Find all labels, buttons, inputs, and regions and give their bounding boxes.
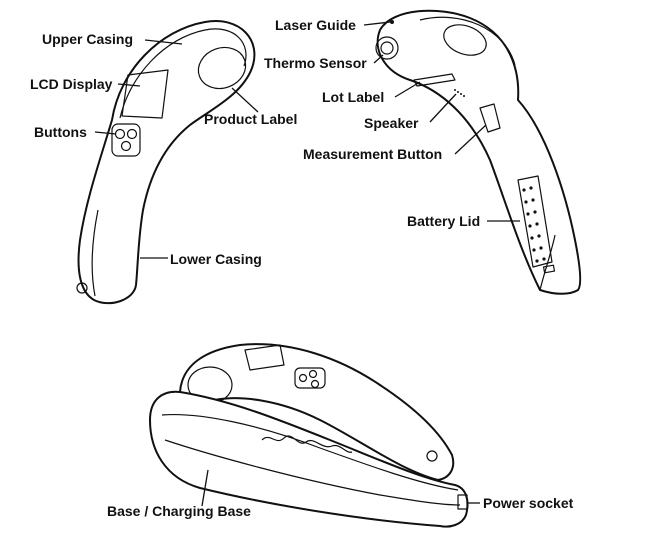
power-socket-port: [457, 494, 468, 510]
label-laser-guide: Laser Guide: [275, 17, 356, 33]
label-lot-label: Lot Label: [322, 89, 384, 105]
leader-lines: [94, 21, 520, 507]
label-buttons: Buttons: [34, 124, 87, 140]
label-lower-casing: Lower Casing: [170, 251, 262, 267]
label-speaker: Speaker: [364, 115, 419, 131]
label-base-charging-base: Base / Charging Base: [107, 503, 251, 519]
docked-buttons: [294, 367, 326, 389]
battery-lid-panel: [517, 175, 553, 268]
labels: Upper Casing LCD Display Buttons Product…: [30, 17, 574, 519]
front-device-body: [77, 20, 256, 305]
battery-lid-dots: [522, 186, 546, 263]
docked-device-body: [179, 343, 455, 481]
back-view-device: [375, 9, 582, 295]
label-battery-lid: Battery Lid: [407, 213, 480, 229]
speaker-grille: [454, 89, 465, 97]
device-on-base: [149, 343, 469, 528]
product-label-oval: [197, 46, 247, 90]
label-measurement-button: Measurement Button: [303, 146, 442, 162]
lcd-display-window: [121, 69, 169, 119]
measurement-button-shape: [479, 103, 501, 133]
label-product-label: Product Label: [204, 111, 297, 127]
back-device-body: [376, 9, 582, 295]
front-buttons: [111, 123, 141, 157]
label-lcd-display: LCD Display: [30, 76, 113, 92]
thermo-sensor-lens: [375, 36, 399, 60]
label-upper-casing: Upper Casing: [42, 31, 133, 47]
label-thermo-sensor: Thermo Sensor: [264, 55, 367, 71]
back-top-oval: [443, 24, 487, 56]
label-power-socket: Power socket: [483, 495, 574, 511]
base-logo-mark: [261, 435, 353, 453]
